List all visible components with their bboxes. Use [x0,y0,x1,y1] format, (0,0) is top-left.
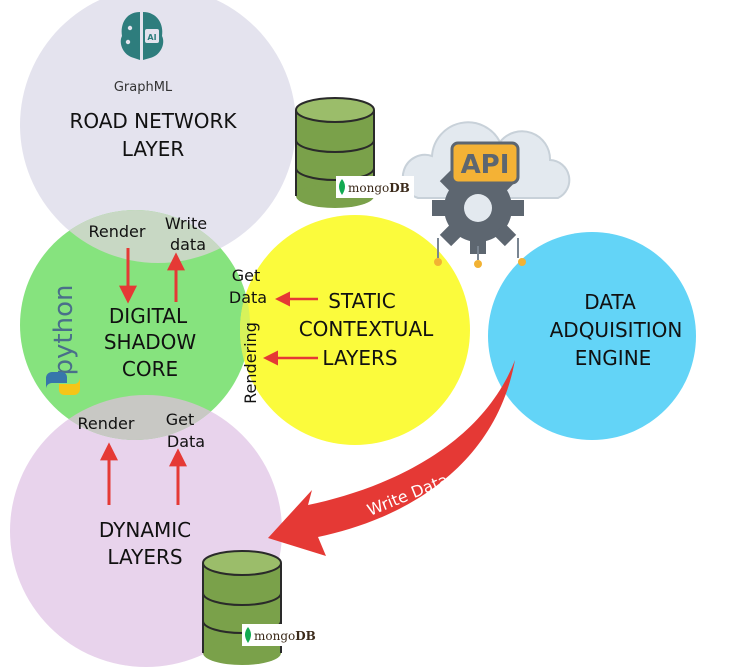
graphml-brain-icon [120,12,164,62]
write-data-curved-arrow [268,360,515,556]
top-write-label-1: Write [165,214,207,233]
dynamic-title-1: DYNAMIC [99,518,191,542]
python-snake-icon [46,372,80,395]
acquisition-title-1: DATA [584,290,636,314]
bottom-get-label-1: Get [166,410,195,429]
graphml-logo-text: GraphML [114,80,173,95]
static-title-2: CONTEXTUAL [299,317,434,341]
python-logo-text: python [49,285,79,376]
api-label: API [461,150,510,180]
mongodb-database-icon-bottom [202,550,316,665]
road-network-circle [20,0,296,263]
static-title-3: LAYERS [322,346,397,370]
road-network-title-2: LAYER [122,137,185,161]
static-rendering-label: Rendering [241,322,260,404]
mongodb-database-icon-top [295,97,414,208]
bottom-render-label: Render [78,414,135,433]
static-contextual-circle [240,215,470,445]
digital-shadow-core-circle [20,210,250,440]
data-acquisition-circle [488,232,696,440]
static-get-label-1: Get [232,266,261,285]
bottom-get-label-2: Data [167,432,205,451]
mongodb-label-top: mongoDB [348,181,410,195]
static-title-1: STATIC [328,289,396,313]
road-network-title-1: ROAD NETWORK [69,109,237,133]
digital-shadow-title-2: SHADOW [104,330,197,354]
acquisition-title-3: ENGINE [575,346,652,370]
graphml-ai-badge: AI [147,33,156,42]
mongodb-label-bottom: mongoDB [254,629,316,643]
top-render-label: Render [89,222,146,241]
acquisition-title-2: ADQUISITION [550,318,683,342]
dynamic-title-2: LAYERS [107,545,182,569]
static-get-label-2: Data [229,288,267,307]
digital-shadow-title-1: DIGITAL [109,304,188,328]
digital-shadow-title-3: CORE [122,357,178,381]
top-write-label-2: data [170,235,206,254]
